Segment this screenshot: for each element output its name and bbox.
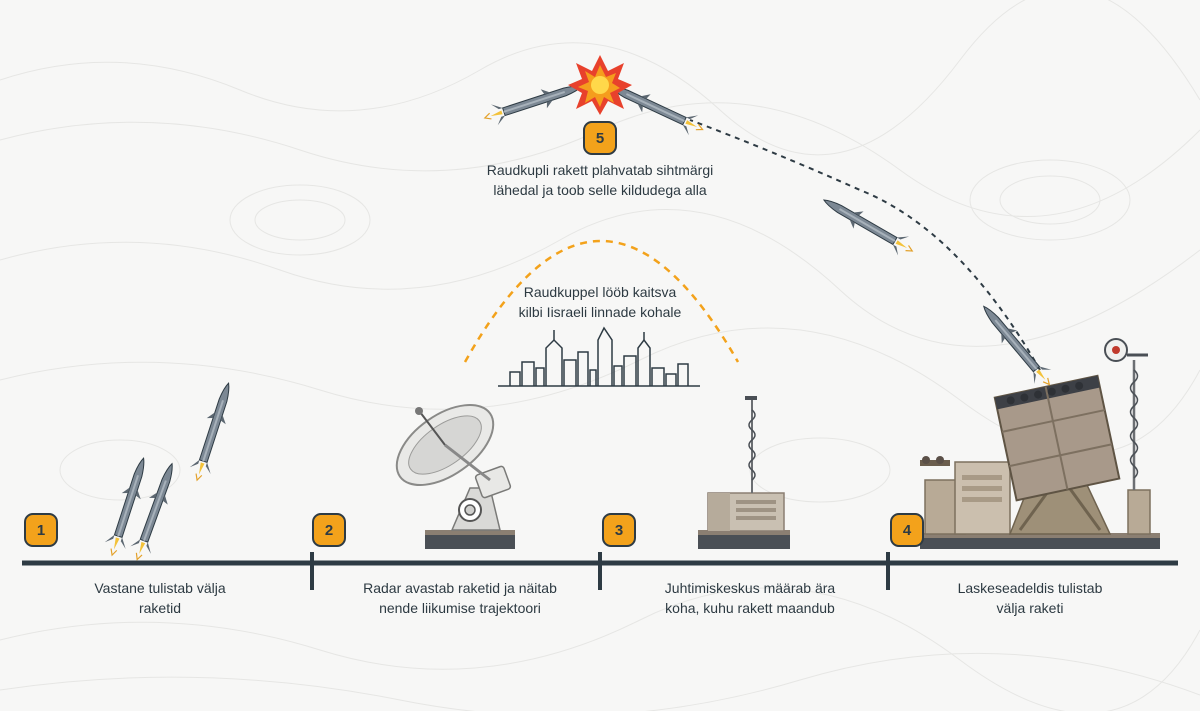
step-caption-5-line2: lähedal ja toob selle kildudega alla bbox=[493, 182, 707, 198]
enemy-missiles-icon bbox=[101, 379, 240, 564]
step-caption-2-line1: Radar avastab raketid ja näitab bbox=[363, 580, 557, 596]
command-center-icon bbox=[698, 396, 790, 549]
dome-caption-line1: Raudkuppel lööb kaitsva bbox=[523, 284, 677, 300]
step-badge-2: 2 bbox=[312, 513, 346, 547]
dome-caption-line2: kilbi Iisraeli linnade kohale bbox=[518, 304, 682, 320]
dome-caption: Raudkuppel lööb kaitsva kilbi Iisraeli l… bbox=[490, 282, 710, 322]
interceptor-missile-icon bbox=[604, 75, 1059, 393]
timeline bbox=[22, 552, 1178, 590]
step-badge-3: 3 bbox=[602, 513, 636, 547]
step-caption-3-line1: Juhtimiskeskus määrab ära bbox=[664, 580, 836, 596]
step-caption-1: Vastane tulistab välja raketid bbox=[60, 578, 260, 618]
step-badge-1: 1 bbox=[24, 513, 58, 547]
step-caption-3: Juhtimiskeskus määrab ära koha, kuhu rak… bbox=[640, 578, 860, 618]
step-caption-4: Laskeseadeldis tulistab välja raketi bbox=[920, 578, 1140, 618]
dome-shield-arc bbox=[463, 239, 740, 363]
launcher-icon bbox=[920, 338, 1160, 549]
step-badge-4: 4 bbox=[890, 513, 924, 547]
explosion-icon bbox=[568, 55, 632, 115]
radar-dish-icon bbox=[395, 404, 515, 549]
step-caption-2-line2: nende liikumise trajektoori bbox=[379, 600, 541, 616]
step-caption-4-line2: välja raketi bbox=[996, 600, 1064, 616]
city-skyline-icon bbox=[498, 326, 700, 387]
step-badge-5: 5 bbox=[583, 121, 617, 155]
step-caption-1-line1: Vastane tulistab välja bbox=[94, 580, 226, 596]
step-caption-3-line2: koha, kuhu rakett maandub bbox=[665, 600, 835, 616]
enemy-missile-intercepted bbox=[480, 75, 586, 129]
step-caption-2: Radar avastab raketid ja näitab nende li… bbox=[340, 578, 580, 618]
interceptor-trajectory bbox=[480, 75, 1059, 393]
step-caption-5: Raudkupli rakett plahvatab sihtmärgi läh… bbox=[460, 160, 740, 200]
step-caption-4-line1: Laskeseadeldis tulistab bbox=[957, 580, 1103, 596]
step-caption-5-line1: Raudkupli rakett plahvatab sihtmärgi bbox=[486, 162, 714, 178]
step-caption-1-line2: raketid bbox=[138, 600, 182, 616]
